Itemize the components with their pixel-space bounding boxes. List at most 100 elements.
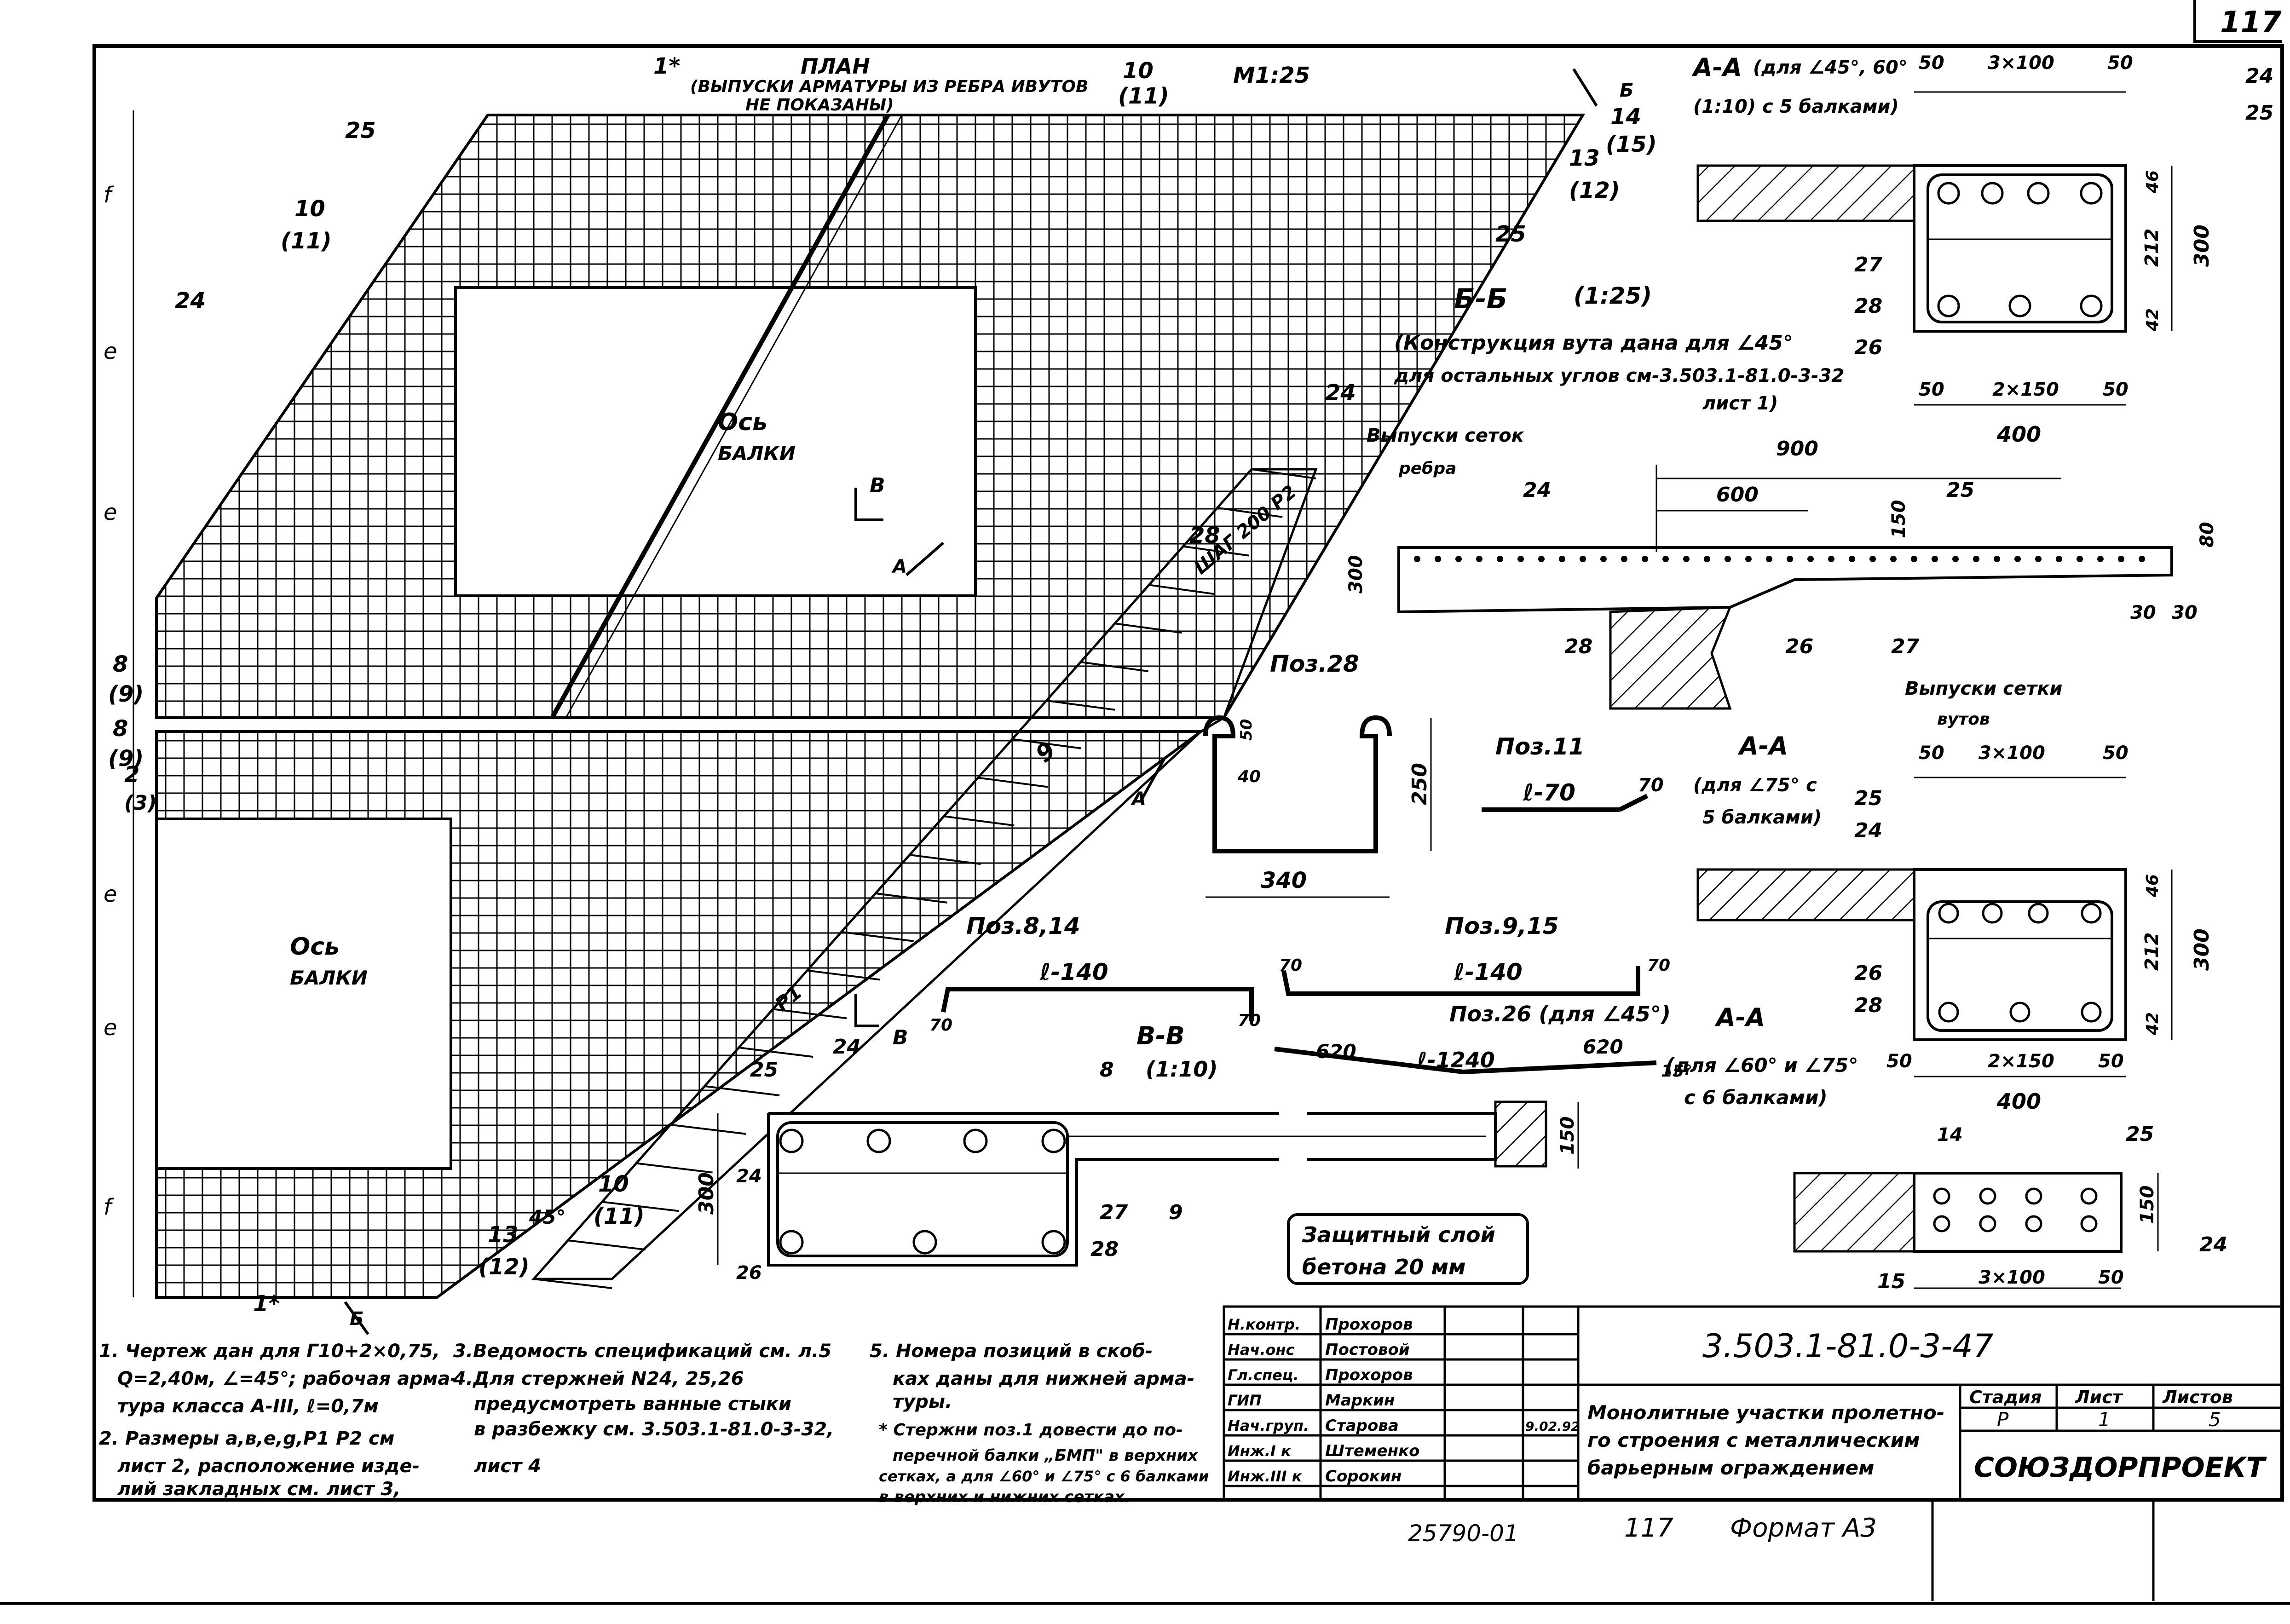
aa2-bar-bot-3 bbox=[2081, 1002, 2102, 1023]
vv-bar-4 bbox=[1041, 1129, 1066, 1153]
diagonal-strip-ties bbox=[533, 468, 1316, 1289]
vv-p25: 25 bbox=[750, 1058, 778, 1082]
strip-tie bbox=[1183, 545, 1249, 557]
title-sheet-header: Лист bbox=[2075, 1387, 2123, 1407]
bb-rebar-dot bbox=[1455, 556, 1462, 562]
lower-opening bbox=[155, 818, 452, 1170]
title-date: 9.02.92 bbox=[1525, 1419, 1580, 1434]
bb-rebar-dot bbox=[2056, 556, 2062, 562]
plan-title: ПЛАН bbox=[801, 54, 870, 79]
title-sheets-total: 5 bbox=[2209, 1408, 2221, 1431]
bb-rebar-dots bbox=[1414, 556, 2145, 562]
bb-rebar-dot bbox=[1807, 556, 1814, 562]
p814-title: Поз.8,14 bbox=[966, 913, 1080, 939]
title-sheet-no: 1 bbox=[2098, 1408, 2111, 1431]
p915-title: Поз.9,15 bbox=[1445, 913, 1559, 939]
aa3-body bbox=[1913, 1172, 2123, 1253]
section-marker-Bb-top-label: Б bbox=[1620, 80, 1634, 101]
strip-tie bbox=[909, 854, 981, 865]
strip-tie bbox=[533, 1278, 612, 1289]
p11-title: Поз.11 bbox=[1495, 733, 1585, 760]
aa2-slab bbox=[1696, 868, 1915, 921]
strip-tie bbox=[568, 1239, 646, 1251]
note-line-9: в разбежку см. 3.503.1-81.0-3-32, bbox=[474, 1419, 834, 1440]
aa1-d2x150: 2×150 bbox=[1992, 379, 2059, 400]
footer-number: 117 bbox=[1624, 1513, 1673, 1543]
position-28: Поз.28 50 40 250 340 bbox=[1203, 651, 1432, 898]
title-name-2: Прохоров bbox=[1325, 1366, 1413, 1384]
aa2-d300: 300 bbox=[2190, 928, 2214, 971]
title-line-1: Монолитные участки пролетно- bbox=[1587, 1401, 1944, 1424]
aa1-bar-bot-3 bbox=[2080, 294, 2103, 317]
aa2-p26: 26 bbox=[1854, 962, 1882, 985]
callout-10-left: 10 bbox=[294, 196, 325, 222]
bb-rel-2: Выпуски сетки bbox=[1905, 678, 2062, 699]
p11-d70: 70 bbox=[1638, 775, 1664, 796]
title-role-3: ГИП bbox=[1228, 1392, 1262, 1409]
title-sheets-header: Листов bbox=[2162, 1387, 2233, 1407]
callout-24-b: 24 bbox=[1325, 380, 1356, 406]
section-marker-B-bottom-label: В bbox=[893, 1026, 908, 1049]
bb-rebar-dot bbox=[1725, 556, 1731, 562]
aa1-title: А-А bbox=[1691, 53, 1742, 82]
aa3-p14: 14 bbox=[1937, 1124, 1963, 1146]
aa3-note-1: (для ∠60° и ∠75° bbox=[1666, 1054, 1858, 1077]
aa1-p28: 28 bbox=[1854, 294, 1882, 318]
vv-p24a: 24 bbox=[833, 1035, 861, 1059]
aa2-p28: 28 bbox=[1854, 994, 1882, 1017]
p814-len: ℓ-140 bbox=[1039, 959, 1108, 985]
strip-tie bbox=[978, 777, 1048, 788]
vv-scale: (1:10) bbox=[1146, 1057, 1217, 1082]
aa3-d150: 150 bbox=[2137, 1186, 2158, 1224]
bb-rebar-dot bbox=[1890, 556, 1897, 562]
bb-rebar-dot bbox=[1952, 556, 1959, 562]
aa1-d3x100: 3×100 bbox=[1988, 52, 2054, 74]
aa2-note-2: 5 балками) bbox=[1702, 807, 1822, 828]
p26-d620b: 620 bbox=[1583, 1036, 1623, 1058]
general-notes: 1. Чертеж дан для Г10+2×0,75, Q=2,40м, ∠… bbox=[99, 1341, 1209, 1506]
strip-tie bbox=[875, 892, 947, 904]
upper-mesh-outline bbox=[155, 114, 1586, 719]
plan-subtitle-2: НЕ ПОКАЗАНЫ) bbox=[745, 96, 894, 115]
aa1-d212: 212 bbox=[2141, 229, 2163, 267]
note-line-17: в верхних и нижних сетках. bbox=[879, 1488, 1131, 1506]
aa3-bar-1 bbox=[1933, 1187, 1950, 1205]
strip-tie bbox=[1114, 622, 1182, 634]
corner-sheet-number: 117 bbox=[2220, 6, 2282, 40]
bb-d80: 80 bbox=[2197, 522, 2218, 547]
bb-note-2: для остальных углов см-3.503.1-81.0-3-32 bbox=[1394, 365, 1844, 386]
aa1-p27: 27 bbox=[1854, 253, 1883, 276]
bb-rebar-dot bbox=[1932, 556, 1938, 562]
p26-d15: 15° bbox=[1661, 1062, 1692, 1081]
callout-8-a: 8 bbox=[113, 651, 128, 677]
aa1-d46: 46 bbox=[2143, 170, 2162, 194]
callout-12-bottom: (12) bbox=[479, 1254, 530, 1280]
note-line-12: ках даны для нижней арма- bbox=[893, 1368, 1194, 1389]
bb-p28: 28 bbox=[1564, 635, 1592, 658]
position-26: Поз.26 (для ∠45°) 620 ℓ-1240 620 15° bbox=[1274, 1002, 1692, 1081]
callout-9-b: (9) bbox=[108, 746, 144, 772]
p28-d50: 50 bbox=[1237, 719, 1256, 741]
bb-slab bbox=[1397, 546, 2173, 614]
callout-25-b: 25 bbox=[1495, 221, 1526, 247]
strip-tie bbox=[944, 815, 1015, 827]
strip-tie bbox=[636, 1162, 713, 1174]
bb-rebar-dot bbox=[1683, 556, 1690, 562]
bb-p25: 25 bbox=[1946, 478, 1974, 502]
bb-rebar-dot bbox=[2118, 556, 2124, 562]
callout-24-a: 24 bbox=[175, 288, 206, 314]
aa1-d400: 400 bbox=[1996, 422, 2041, 447]
bb-rebar-dot bbox=[1849, 556, 1855, 562]
note-line-4: лист 2, расположение изде- bbox=[117, 1456, 420, 1477]
vv-bar-6 bbox=[912, 1230, 937, 1255]
section-vv: В-В (1:10) 300 150 25 24 8 24 27 9 26 28 bbox=[695, 1021, 1579, 1284]
vv-d150: 150 bbox=[1557, 1117, 1578, 1155]
aa2-note-1: (для ∠75° с bbox=[1693, 775, 1817, 796]
title-role-6: Инж.III к bbox=[1228, 1468, 1303, 1485]
bb-rebar-dot bbox=[1414, 556, 1420, 562]
vv-stirrup bbox=[776, 1121, 1069, 1257]
aa1-d50b: 50 bbox=[2107, 52, 2133, 74]
bb-rel-1b: ребра bbox=[1398, 459, 1456, 478]
strip-tie bbox=[1080, 661, 1148, 673]
note-line-16: сетках, а для ∠60° и ∠75° с 6 балками bbox=[879, 1468, 1209, 1485]
